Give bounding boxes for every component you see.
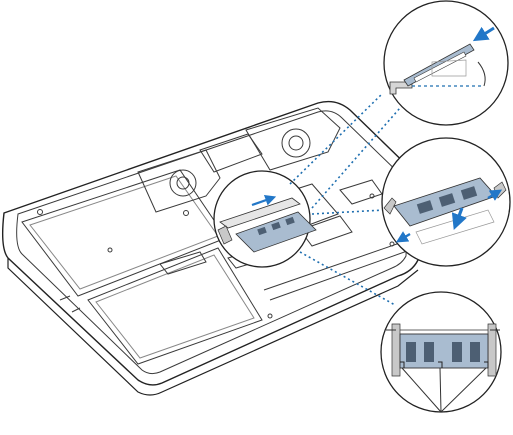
callout-notch-alignment (381, 292, 501, 412)
callout-insert-angle (384, 1, 508, 125)
fan-right-icon (282, 129, 310, 157)
fan-right-housing (246, 108, 340, 170)
case-inner-rim (17, 111, 408, 374)
callout-line-right (312, 210, 384, 214)
laptop-bottom-case (3, 102, 420, 395)
callout-push-down (382, 138, 510, 266)
battery-left (22, 170, 226, 296)
battery-bottom-left (88, 248, 262, 364)
